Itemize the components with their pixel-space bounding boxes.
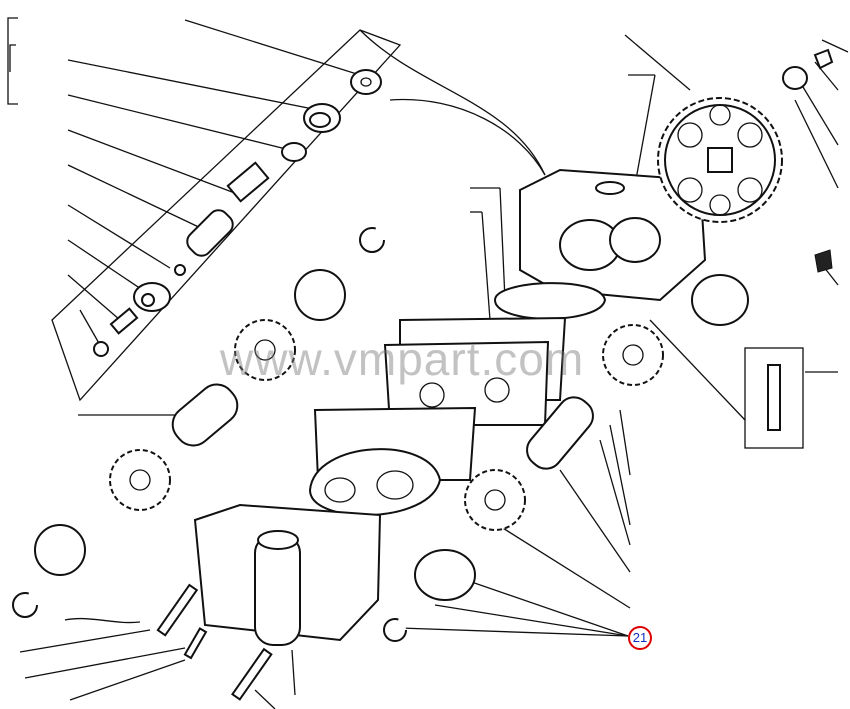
snap-ring xyxy=(383,618,407,642)
bolt xyxy=(156,583,199,637)
lower-pump-housing xyxy=(193,503,382,646)
washer xyxy=(782,66,808,90)
drive-gear xyxy=(657,97,783,223)
inset-pointer xyxy=(359,29,546,176)
nut xyxy=(813,48,834,70)
inset-pointer-2 xyxy=(389,98,546,176)
group-bracket xyxy=(7,17,18,105)
bolt xyxy=(231,647,273,701)
stud-inset xyxy=(744,347,804,449)
shaft xyxy=(526,396,594,470)
upper-pump-housing xyxy=(519,168,707,302)
pump-gears xyxy=(109,319,664,531)
bushing xyxy=(34,524,86,576)
pump-plates xyxy=(308,282,607,517)
key xyxy=(814,249,833,273)
bushing xyxy=(414,549,476,601)
bushing xyxy=(294,269,346,321)
relief-valve-parts xyxy=(93,69,382,357)
stud xyxy=(767,364,781,431)
snap-ring xyxy=(12,592,38,618)
callout-21[interactable]: 21 xyxy=(628,626,652,650)
cotter-pin xyxy=(821,39,849,53)
leader-lines xyxy=(19,19,839,709)
shaft xyxy=(171,383,239,447)
snap-ring xyxy=(359,227,385,253)
inset-panel xyxy=(51,29,402,402)
watermark: www.vmpart.com xyxy=(220,333,585,385)
dowel-pin xyxy=(183,627,208,660)
wire xyxy=(64,617,141,624)
bushing xyxy=(691,274,749,326)
